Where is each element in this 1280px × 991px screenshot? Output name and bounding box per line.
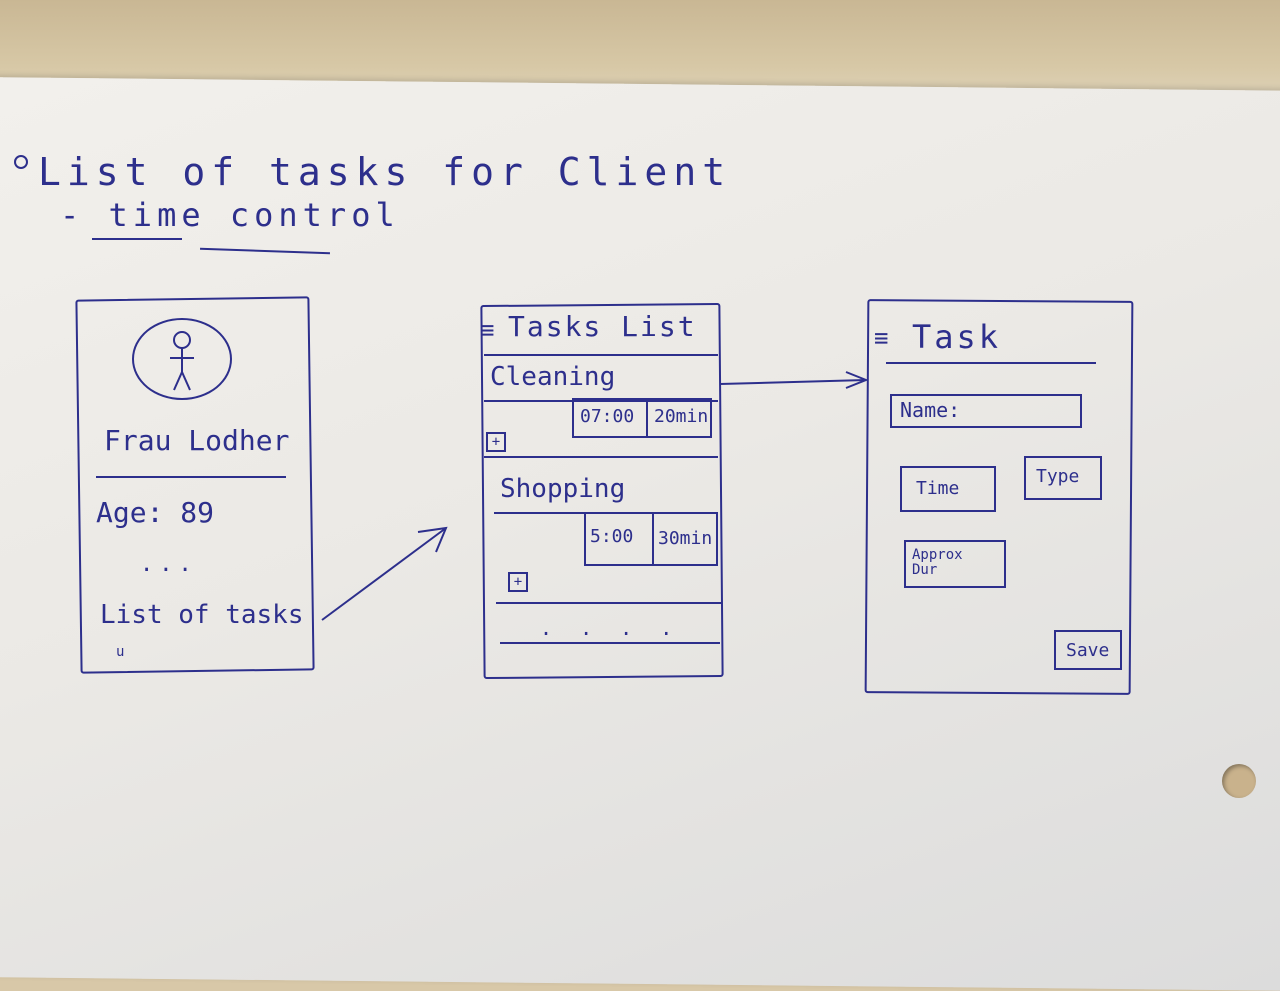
notes-subheading: - time control (60, 196, 400, 234)
task-name-shopping[interactable]: Shopping (500, 474, 626, 504)
arrow-to-task-detail (719, 371, 869, 389)
name-field[interactable] (890, 394, 1082, 428)
arrow-to-tasks-list (321, 526, 448, 621)
bullet-point (14, 155, 28, 169)
task-time: 5:00 (590, 526, 634, 547)
task-time-box (584, 512, 718, 566)
underline-time (92, 238, 182, 240)
task-name-cleaning[interactable]: Cleaning (490, 362, 616, 392)
save-button[interactable]: Save (1054, 630, 1122, 670)
task-time-box (572, 398, 712, 438)
task-duration: 20min (654, 406, 709, 427)
task-duration: 30min (658, 528, 713, 549)
notes-heading: List of tasks for Client (38, 150, 732, 194)
add-button[interactable]: + (508, 572, 528, 592)
time-button[interactable]: Time (900, 466, 996, 512)
time-separator (646, 398, 648, 436)
punch-hole (1222, 764, 1256, 798)
more-tasks-ellipsis: . . . . (540, 616, 681, 640)
flow-arrows (321, 371, 869, 621)
add-button[interactable]: + (486, 432, 506, 452)
save-button-label: Save (1066, 640, 1110, 661)
menu-icon[interactable]: ≡ (874, 324, 889, 352)
client-age: Age: 89 (96, 496, 215, 529)
person-icon (170, 331, 194, 391)
task-divider (484, 400, 718, 402)
header-divider (886, 362, 1096, 364)
handwritten-mark: u (116, 644, 125, 660)
client-name: Frau Lodher (104, 424, 290, 457)
task-divider (500, 642, 720, 644)
type-button-label: Type (1036, 466, 1080, 487)
approx-duration-label: Approx Dur (912, 547, 963, 578)
time-button-label: Time (916, 478, 960, 499)
time-separator (652, 512, 654, 564)
type-button[interactable]: Type (1024, 456, 1102, 500)
header-divider (484, 354, 718, 356)
task-title: Task (912, 318, 1002, 356)
task-time: 07:00 (580, 406, 635, 427)
task-divider (484, 456, 718, 458)
name-field-label: Name: (900, 398, 961, 422)
tasks-list-title: Tasks List (508, 310, 697, 343)
task-divider (496, 602, 722, 604)
avatar (132, 318, 232, 400)
menu-icon[interactable]: ≡ (480, 316, 495, 344)
divider (96, 476, 286, 478)
list-of-tasks-link[interactable]: List of tasks (100, 600, 304, 630)
approx-duration-button[interactable]: Approx Dur (904, 540, 1006, 588)
more-ellipsis: ... (140, 552, 198, 577)
